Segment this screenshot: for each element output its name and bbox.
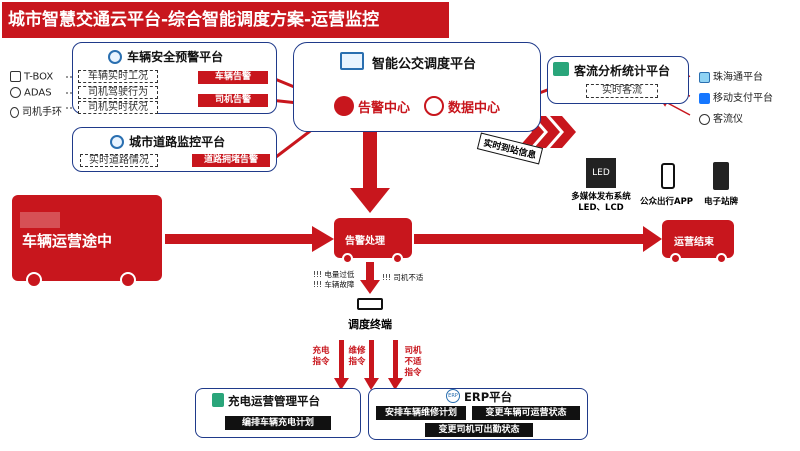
bus-alarm xyxy=(334,218,412,258)
dispatch-panel xyxy=(293,42,541,132)
bus-alarm-wheel-rear xyxy=(392,253,403,264)
source-passenger-counter: 客流仪 xyxy=(699,110,743,125)
vehicle-safety-title: 车辆安全预警平台 xyxy=(127,50,224,64)
passenger-analytics-icon xyxy=(553,62,569,76)
tag-vehicle-alarm: 车辆告警 xyxy=(198,71,268,84)
note-driver-unwell: !!! 司机不适 xyxy=(382,273,424,282)
erp-icon: ERP xyxy=(446,389,460,403)
vehicle-safety-icon xyxy=(108,49,122,64)
bus-main-wheel-rear xyxy=(120,272,136,288)
tag-repair-plan: 安排车辆维修计划 xyxy=(376,406,466,420)
bus-alarm-label: 告警处理 xyxy=(345,236,385,247)
erp-title: ERP平台 xyxy=(464,390,513,404)
row-road-status: 实时道路情况 xyxy=(80,154,158,167)
source-wristband-label: 司机手环 xyxy=(22,107,62,118)
tag-driver-status: 变更司机可出勤状态 xyxy=(425,423,533,437)
bus-alarm-wheel-front xyxy=(342,253,353,264)
cmd-repair: 维修 指令 xyxy=(348,346,366,367)
stop-sign-icon xyxy=(713,162,729,190)
output-stop-sign: 电子站牌 xyxy=(704,197,739,207)
charging-icon xyxy=(212,393,224,407)
source-adas: ADAS xyxy=(10,87,52,99)
bus-main-wheel-front xyxy=(26,272,42,288)
data-center-icon xyxy=(424,96,444,116)
monitor-icon xyxy=(340,52,364,70)
tbox-icon xyxy=(10,71,21,82)
source-tbox-label: T-BOX xyxy=(24,71,54,83)
camera-icon xyxy=(699,113,710,125)
bus-end-wheel-rear xyxy=(716,253,727,264)
source-mobile-pay-label: 移动支付平台 xyxy=(713,93,773,104)
source-tbox: T-BOX xyxy=(10,71,53,83)
data-center-label: 数据中心 xyxy=(448,101,501,116)
tag-vehicle-status: 变更车辆可运营状态 xyxy=(472,406,580,420)
row-vehicle-status: 车辆实时工况 xyxy=(78,70,158,83)
source-passenger-counter-label: 客流仪 xyxy=(713,114,743,125)
road-monitor-icon xyxy=(110,134,124,149)
cmd-driver-unwell: 司机 不适 指令 xyxy=(404,346,422,378)
road-monitor-title: 城市道路监控平台 xyxy=(129,135,226,149)
row-driver-status: 司机实时状况 xyxy=(78,101,158,114)
road-monitor-header: 城市道路监控平台 xyxy=(110,131,225,150)
bus-main xyxy=(12,195,162,281)
adas-icon xyxy=(10,87,21,98)
source-mobile-pay: 移动支付平台 xyxy=(699,89,773,104)
dispatch-title: 智能公交调度平台 xyxy=(372,57,477,72)
zhuhaitong-icon xyxy=(699,71,710,83)
cmd-charge: 充电 指令 xyxy=(312,346,330,367)
page-title: 城市智慧交通云平台-综合智能调度方案-运营监控 xyxy=(2,2,449,38)
source-adas-label: ADAS xyxy=(24,87,52,99)
terminal-label: 调度终端 xyxy=(348,318,392,331)
bus-main-window xyxy=(20,212,60,228)
bus-end-label: 运营结束 xyxy=(674,237,714,248)
source-zhuhaitong-label: 珠海通平台 xyxy=(713,72,763,83)
alarm-center-icon xyxy=(334,96,354,116)
row-passenger-flow: 实时客流 xyxy=(586,84,658,98)
bus-end-wheel-front xyxy=(670,253,681,264)
bus-end xyxy=(662,220,734,258)
charging-title: 充电运营管理平台 xyxy=(228,394,320,408)
source-wristband: 司机手环 xyxy=(10,103,62,118)
source-zhuhaitong: 珠海通平台 xyxy=(699,68,763,83)
row-driver-behavior: 司机驾驶行为 xyxy=(78,86,158,99)
output-app: 公众出行APP xyxy=(640,197,694,207)
mobile-pay-icon xyxy=(699,92,710,104)
note-vehicle-fault: !!! 车辆故障 xyxy=(313,280,355,289)
output-multimedia: 多媒体发布系统 LED、LCD xyxy=(571,192,631,213)
wristband-icon xyxy=(10,106,19,118)
vehicle-safety-header: 车辆安全预警平台 xyxy=(108,46,223,65)
note-low-battery: !!! 电量过低 xyxy=(313,270,355,279)
bus-main-label: 车辆运营途中 xyxy=(22,232,113,250)
tag-charging-plan: 编排车辆充电计划 xyxy=(225,416,331,430)
router-icon xyxy=(357,298,383,310)
tag-driver-alarm: 司机告警 xyxy=(198,94,268,107)
passenger-title: 客流分析统计平台 xyxy=(574,64,671,78)
alarm-center-label: 告警中心 xyxy=(358,101,411,116)
tag-road-congestion: 道路拥堵告警 xyxy=(192,154,270,167)
led-display-icon: LED xyxy=(586,158,616,188)
phone-icon xyxy=(661,163,675,189)
